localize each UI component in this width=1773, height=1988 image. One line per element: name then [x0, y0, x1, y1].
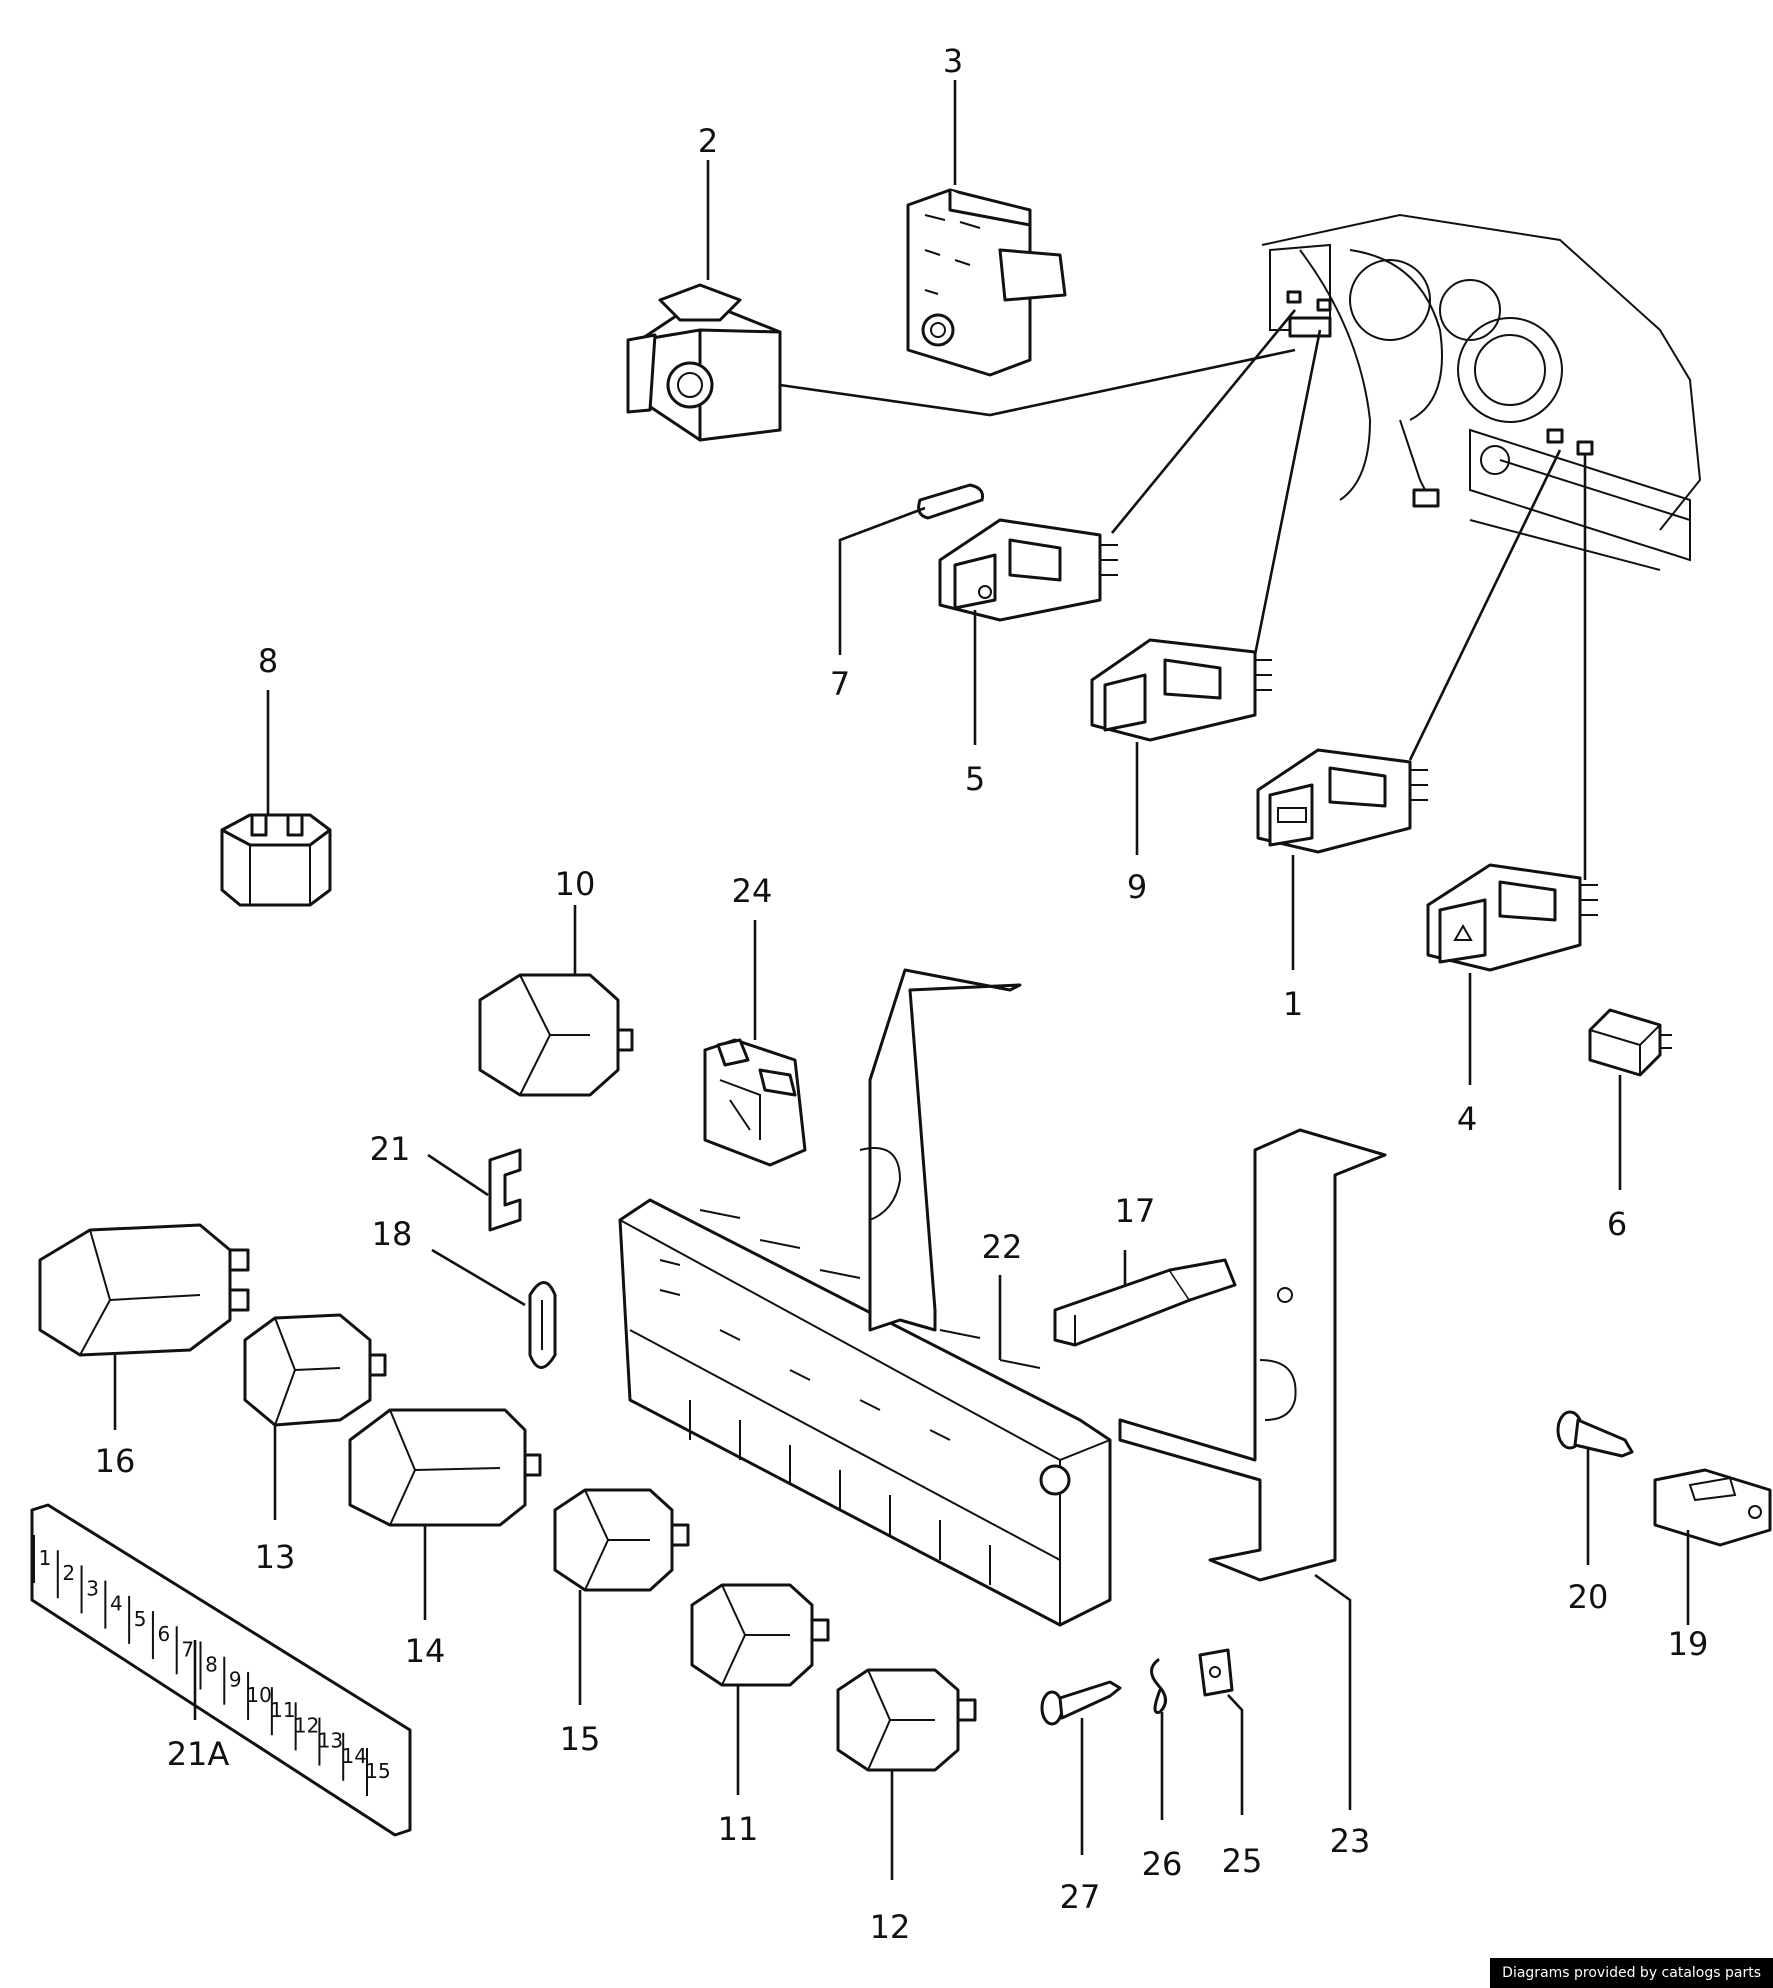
label-part-11: 11: [718, 1810, 759, 1848]
fuse-strip-number: 10: [246, 1683, 271, 1707]
fuse-strip-number: 9: [229, 1668, 242, 1692]
label-part-15: 15: [560, 1720, 601, 1758]
part-25-nut: [1198, 1648, 1234, 1697]
fuse-strip-number: 13: [318, 1729, 343, 1753]
callout-labels: 3 2 7 5 9 1 4 6 8 10 24 21 18 22 17 16 1…: [95, 42, 1709, 1946]
part-6-plug: [1588, 1008, 1672, 1077]
part-22-relay-panel: [618, 1198, 1112, 1627]
label-part-18: 18: [372, 1215, 413, 1253]
part-16-relay: [38, 1223, 250, 1357]
label-part-10: 10: [555, 865, 596, 903]
label-part-14: 14: [405, 1632, 446, 1670]
part-14-relay: [348, 1408, 542, 1527]
part-24-relay-holder: [703, 1038, 807, 1167]
part-15-relay: [553, 1488, 690, 1592]
fuse-strip-number: 8: [205, 1653, 218, 1677]
bracket-upper: [859, 968, 1022, 1332]
fuse-strip-number: 1: [39, 1546, 52, 1570]
part-8-relay: [220, 813, 332, 907]
label-part-22: 22: [982, 1228, 1023, 1266]
part-23-bracket: [1118, 1128, 1387, 1582]
label-part-5: 5: [965, 760, 985, 798]
part-10-relay: [478, 973, 634, 1097]
part-26-spring-clip: [1150, 1658, 1167, 1714]
label-part-3: 3: [943, 42, 963, 80]
label-part-4: 4: [1457, 1100, 1477, 1138]
part-4-hazard-switch: [1426, 863, 1598, 972]
part-13-relay: [243, 1313, 387, 1427]
fuse-strip-number: 12: [294, 1713, 319, 1737]
label-part-21: 21: [370, 1130, 411, 1168]
part-20-screw: [1556, 1410, 1634, 1458]
label-part-1: 1: [1283, 985, 1303, 1023]
fuse-strip-number: 11: [270, 1698, 295, 1722]
label-part-17: 17: [1115, 1192, 1156, 1230]
label-part-23: 23: [1330, 1822, 1371, 1860]
dashboard-outline: [1261, 213, 1702, 571]
label-part-25: 25: [1222, 1842, 1263, 1880]
label-part-9: 9: [1127, 868, 1147, 906]
fuse-strip-number: 6: [158, 1622, 171, 1646]
fuse-strip-number: 7: [181, 1637, 194, 1661]
fuse-strip-number: 3: [86, 1576, 99, 1600]
label-part-21a: 21A: [167, 1735, 230, 1773]
part-7-bulb: [917, 483, 984, 520]
part-12-relay: [836, 1668, 977, 1772]
part-2-dimmer-switch: [626, 283, 782, 442]
label-part-27: 27: [1060, 1878, 1101, 1916]
part-17-connector: [1053, 1258, 1237, 1347]
part-9-switch: [1090, 638, 1272, 742]
leader-lines: [113, 80, 1690, 1880]
label-part-19: 19: [1668, 1625, 1709, 1663]
fuse-strip-number: 14: [341, 1744, 366, 1768]
label-part-20: 20: [1568, 1578, 1609, 1616]
part-1-switch: [1256, 748, 1428, 854]
label-part-13: 13: [255, 1538, 296, 1576]
fuse-strip-number: 2: [62, 1561, 75, 1585]
fuse-strip-number: 4: [110, 1592, 123, 1616]
fuse-strip-number: 15: [365, 1759, 390, 1783]
label-part-7: 7: [830, 665, 850, 703]
label-part-26: 26: [1142, 1845, 1183, 1883]
label-part-2: 2: [698, 122, 718, 160]
label-part-6: 6: [1607, 1205, 1627, 1243]
label-part-8: 8: [258, 642, 278, 680]
label-part-24: 24: [732, 872, 773, 910]
part-18-fuse: [528, 1281, 557, 1369]
part-5-switch: [938, 518, 1118, 622]
fuse-strip-number: 5: [134, 1607, 147, 1631]
part-3-light-switch: [906, 188, 1067, 377]
diagram-credit: Diagrams provided by catalogs parts: [1490, 1958, 1773, 1988]
label-part-12: 12: [870, 1908, 911, 1946]
label-part-16: 16: [95, 1442, 136, 1480]
part-27-screw: [1040, 1680, 1122, 1726]
part-21-clip: [488, 1148, 522, 1232]
part-11-relay: [690, 1583, 830, 1687]
part-19-clip-nut: [1653, 1468, 1772, 1547]
